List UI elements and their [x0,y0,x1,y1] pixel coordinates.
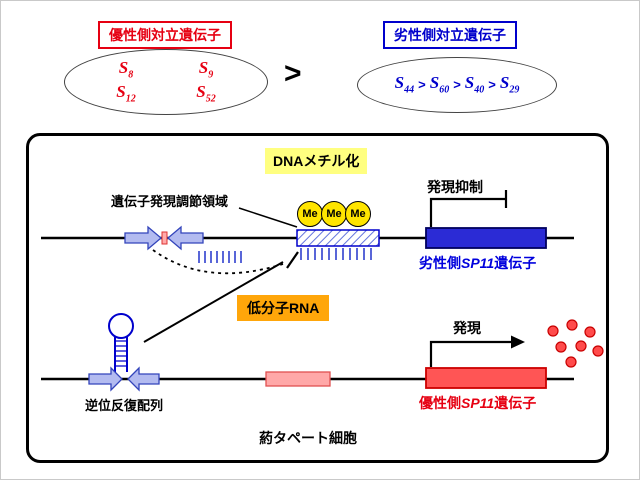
product-dot [575,340,587,352]
inverted-repeat-label: 逆位反復配列 [85,398,164,413]
dominant-gene-label-prefix: 優性側 [419,395,461,411]
allele-s44: S44 [395,73,414,95]
dominant-allele-list: S8 S9 S12 S52 [86,58,246,105]
unmethylated-regulatory-region [265,371,331,387]
small-rna-action-line [143,261,284,343]
dominance-comparator: > [284,57,302,90]
allele-s40: S40 [465,73,484,95]
small-rna-comb-floating [198,251,242,263]
allele-subscript: 8 [128,69,134,81]
allele-base: S [464,73,475,92]
allele-base: S [118,58,129,77]
recessive-gene-label: 劣性側SP11遺伝子 [419,253,536,273]
allele-base: S [116,82,126,102]
product-dot [565,356,577,368]
allele-subscript: 44 [404,84,415,96]
dominant-sp11-gene-box [425,367,547,389]
small-rna-label: 低分子RNA [237,295,330,321]
allele-base: S [394,73,405,92]
allele-s8: S8 [119,58,133,80]
recessive-sp11-gene-box [425,227,547,249]
allele-separator: > [418,76,426,92]
allele-base: S [198,58,209,77]
regulatory-region-label: 遺伝子発現調節領域 [111,194,229,209]
product-dot [592,345,604,357]
allele-subscript: 9 [208,69,214,81]
expression-arrowhead [511,335,525,349]
dominant-gene-label-suffix: 遺伝子 [494,395,537,411]
methylated-regulatory-region [296,229,380,247]
allele-separator: > [453,76,461,92]
allele-base: S [429,73,440,92]
repression-arrow [429,197,506,227]
allele-s29: S29 [500,73,519,95]
expression-label: 発現 [453,320,481,336]
allele-subscript: 12 [125,93,136,105]
methyl-group-badge: Me [345,201,371,227]
allele-base: S [196,82,206,102]
repression-label: 発現抑制 [427,179,483,195]
allele-s52: S52 [196,82,215,104]
dominant-gene-label: 優性側SP11遺伝子 [419,393,536,413]
allele-s60: S60 [430,73,449,95]
allele-subscript: 60 [439,84,450,96]
product-dot [566,319,578,331]
allele-subscript: 40 [474,84,485,96]
regulatory-region-pointer-line [238,207,298,228]
hairpin-rna-loop [108,313,134,339]
expression-product-dots [547,319,604,368]
recessive-allele-list: S44 > S60 > S40 > S29 [367,73,547,95]
product-dot [547,325,559,337]
dominant-alleles-ellipse [64,49,268,115]
upper-inverted-repeat-arrow-right [124,225,163,251]
allele-base: S [499,73,510,92]
product-dot [555,341,567,353]
methyl-group-badge: Me [297,201,323,227]
dominant-alleles-title: 優性側対立遺伝子 [98,21,232,49]
recessive-alleles-ellipse [357,57,557,113]
silencing-dotted-curve [152,249,284,275]
lower-inverted-repeat-arrow-left [127,366,160,392]
upper-pink-segment [161,231,168,245]
silencing-blunt-end [286,251,299,269]
lower-inverted-repeat-arrow-right [88,366,123,392]
allele-s12: S12 [116,82,135,104]
expression-arrow [429,340,511,367]
tapetum-cell-label: 葯タペート細胞 [259,430,357,446]
allele-separator: > [488,76,496,92]
upper-inverted-repeat-arrow-left [166,225,204,251]
recessive-gene-label-symbol: SP11 [461,255,495,271]
allele-subscript: 29 [509,84,520,96]
dna-methylation-label: DNAメチル化 [265,148,368,174]
recessive-gene-label-prefix: 劣性側 [419,255,461,271]
allele-subscript: 52 [205,93,216,105]
small-rna-comb-on-region [300,248,372,260]
allele-s9: S9 [199,58,213,80]
recessive-alleles-title: 劣性側対立遺伝子 [383,21,517,49]
hairpin-rna-basepairs [115,340,127,367]
product-dot [584,326,596,338]
methyl-group-badge: Me [321,201,347,227]
recessive-gene-label-suffix: 遺伝子 [494,255,537,271]
dominant-gene-label-symbol: SP11 [461,395,495,411]
